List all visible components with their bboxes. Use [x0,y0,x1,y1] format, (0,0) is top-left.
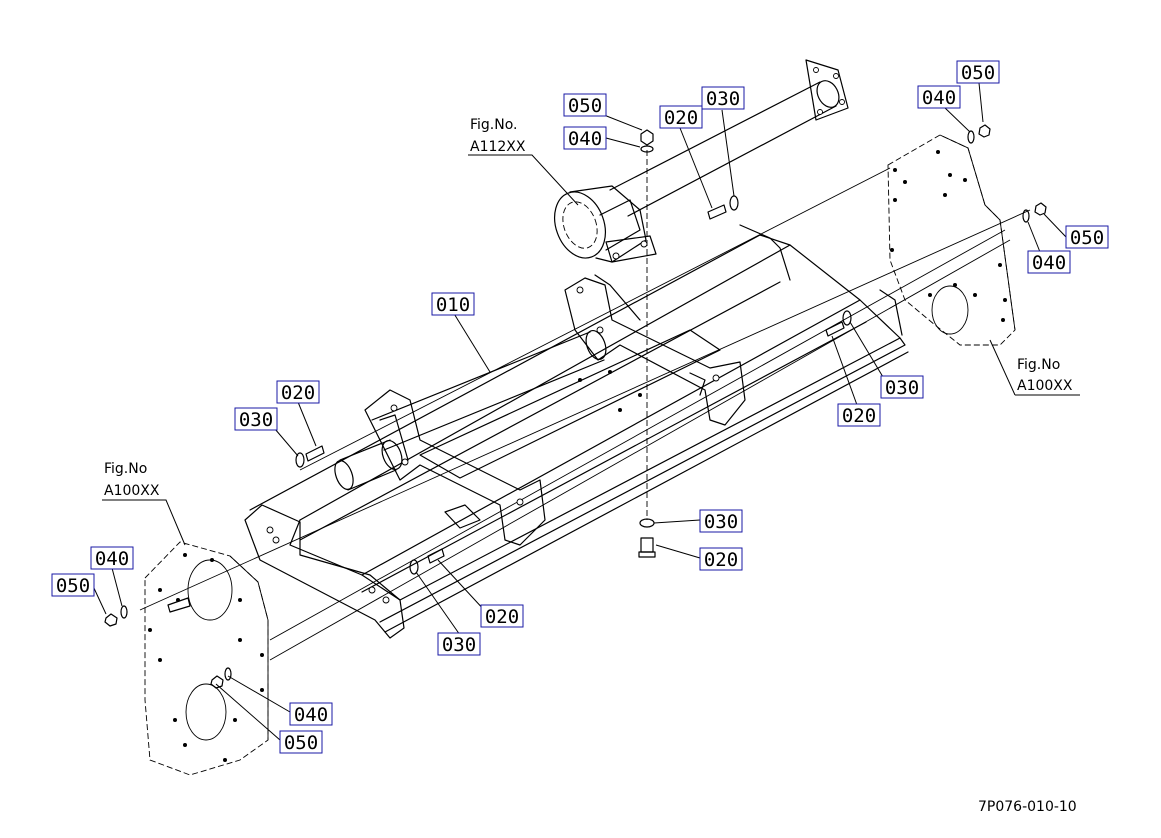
svg-text:040: 040 [1032,252,1066,274]
svg-text:040: 040 [568,128,602,150]
svg-text:050: 050 [961,62,995,84]
frame-body [249,234,909,633]
callout-040-top: 040 [563,126,607,150]
svg-text:030: 030 [239,409,273,431]
callout-030-left: 030 [234,407,278,431]
tie-rods [139,167,1031,661]
callout-030-top: 030 [701,86,745,110]
fasteners [104,124,1047,689]
svg-text:050: 050 [568,95,602,117]
callout-050-top-right: 050 [956,60,1000,84]
figure-ref-left: Fig.No A100XX [104,461,160,499]
callout-050-top: 050 [563,93,607,117]
svg-text:040: 040 [922,87,956,109]
right-side-plate [887,134,1016,346]
svg-text:010: 010 [436,294,470,316]
callout-020-top: 020 [659,105,703,129]
drawing-code: 7P076-010-10 [978,799,1077,815]
svg-text:020: 020 [485,606,519,628]
center-plate [419,329,721,529]
callout-030-center: 030 [437,632,481,656]
callout-020-bottom-mid: 020 [699,547,743,571]
callout-050-bottom-left: 050 [51,573,95,597]
callout-020-center: 020 [480,604,524,628]
callout-030-bottom-mid: 030 [699,509,743,533]
svg-text:Fig.No: Fig.No [104,461,147,477]
left-side-plate [144,541,269,776]
svg-text:020: 020 [281,382,315,404]
figure-ref-top: Fig.No. A112XX [470,117,526,155]
svg-text:020: 020 [664,107,698,129]
svg-text:040: 040 [294,704,328,726]
svg-text:030: 030 [704,511,738,533]
callout-020-mid-right: 020 [837,403,881,427]
svg-text:050: 050 [1070,227,1104,249]
svg-text:030: 030 [706,88,740,110]
frame-left-plate [244,504,405,639]
figure-ref-right: Fig.No A100XX [1017,357,1073,394]
svg-text:Fig.No: Fig.No [1017,357,1060,373]
svg-text:030: 030 [885,377,919,399]
callout-labels: 010 020 030 050 040 050 040 050 040 030 … [51,60,1109,754]
svg-text:050: 050 [56,575,90,597]
callout-010: 010 [431,292,475,316]
callout-040-bottom-left: 040 [90,546,134,570]
svg-text:030: 030 [442,634,476,656]
svg-text:A100XX: A100XX [104,483,160,499]
bearing-housing [554,185,657,263]
svg-text:050: 050 [284,732,318,754]
svg-text:020: 020 [842,405,876,427]
main-shaft-tube [334,329,607,491]
callout-040-bottom: 040 [289,702,333,726]
callout-050-bottom: 050 [279,730,323,754]
leader-lines [92,82,1080,741]
frame-assembly-drawing [104,59,1047,776]
svg-text:A112XX: A112XX [470,139,526,155]
figure-references: Fig.No. A112XX Fig.No A100XX Fig.No A100… [104,117,1073,499]
svg-text:040: 040 [95,548,129,570]
frame-brackets [364,224,903,546]
callout-020-left: 020 [276,380,320,404]
svg-text:020: 020 [704,549,738,571]
svg-text:A100XX: A100XX [1017,378,1073,394]
callout-040-top-right: 040 [917,85,961,109]
callout-050-right: 050 [1065,225,1109,249]
callout-030-mid-right: 030 [880,375,924,399]
upper-shaft-tube [609,59,849,217]
svg-text:Fig.No.: Fig.No. [470,117,518,133]
callout-040-right: 040 [1027,250,1071,274]
